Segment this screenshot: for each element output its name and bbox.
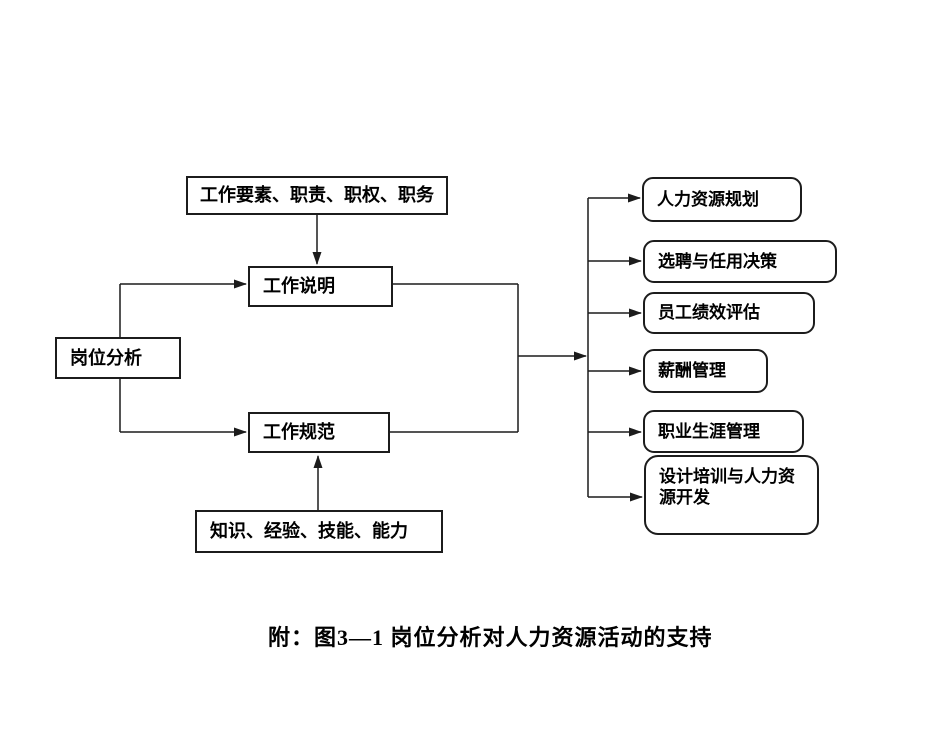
node-training-hr-development: 设计培训与人力资源开发	[644, 455, 819, 535]
figure-caption: 附：图3—1 岗位分析对人力资源活动的支持	[268, 625, 713, 650]
node-performance-evaluation: 员工绩效评估	[643, 292, 815, 334]
node-job-analysis: 岗位分析	[55, 337, 181, 379]
node-hr-planning: 人力资源规划	[642, 177, 802, 222]
node-career-management: 职业生涯管理	[643, 410, 804, 453]
node-job-elements: 工作要素、职责、职权、职务	[186, 176, 448, 215]
node-compensation-management: 薪酬管理	[643, 349, 768, 393]
node-job-description: 工作说明	[248, 266, 393, 307]
node-knowledge-skills: 知识、经验、技能、能力	[195, 510, 443, 553]
node-selection-appointment: 选聘与任用决策	[643, 240, 837, 283]
node-job-specification: 工作规范	[248, 412, 390, 453]
